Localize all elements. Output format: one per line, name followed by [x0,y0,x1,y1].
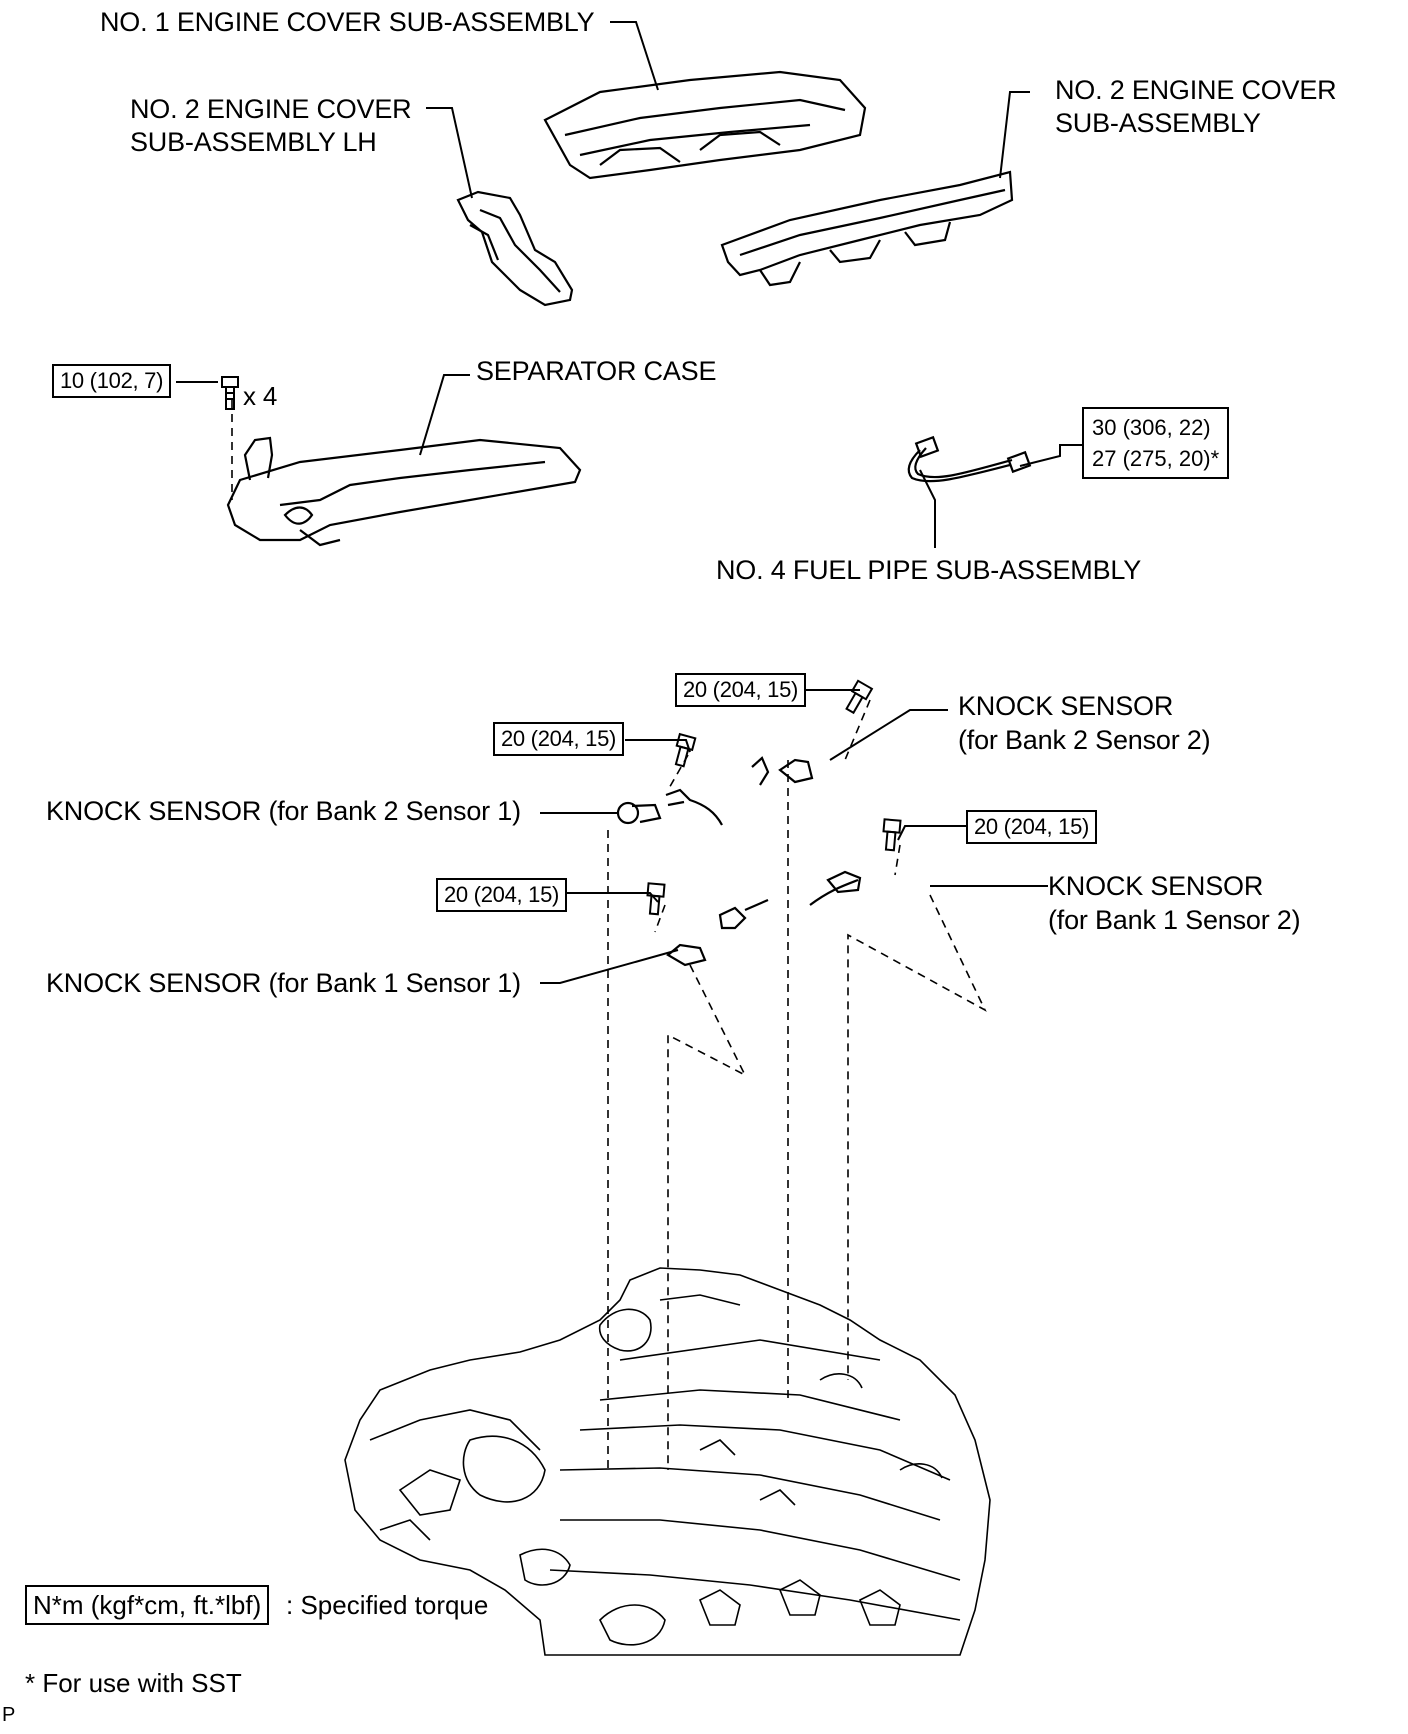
torque-knock-b1s1: 20 (204, 15) [436,878,568,912]
label-knock-b1s2-line2: (for Bank 1 Sensor 2) [1048,905,1301,935]
leader-lines [176,21,1082,984]
torque-fuel-pipe: 30 (306, 22) 27 (275, 20)* [1082,407,1230,479]
no2-engine-cover-lh-drawing [456,190,574,307]
knock-sensor-bolts [646,679,902,916]
label-separator-case: SEPARATOR CASE [476,356,717,386]
label-fuel-pipe: NO. 4 FUEL PIPE SUB-ASSEMBLY [716,555,1142,585]
fuel-pipe-drawing [907,435,1032,483]
torque-knock-b1s2: 20 (204, 15) [966,810,1098,844]
knock-sensors-drawing [616,756,862,967]
label-no2-engine-cover-line2: SUB-ASSEMBLY [1055,108,1261,138]
separator-bolt-drawing [221,376,239,410]
torque-separator-bolt: 10 (102, 7) [52,364,172,398]
label-no1-engine-cover: NO. 1 ENGINE COVER SUB-ASSEMBLY [100,7,595,37]
label-knock-b1s1: KNOCK SENSOR (for Bank 1 Sensor 1) [46,968,521,998]
separator-case-drawing [226,436,582,547]
label-knock-b1s2-line1: KNOCK SENSOR [1048,871,1264,901]
torque-fuel-pipe-line2: 27 (275, 20)* [1092,446,1220,471]
label-knock-b2s1: KNOCK SENSOR (for Bank 2 Sensor 1) [46,796,521,826]
torque-knock-b2s2: 20 (204, 15) [675,673,807,707]
legend-sst-note: * For use with SST [25,1668,242,1698]
label-knock-b2s2-line1: KNOCK SENSOR [958,691,1174,721]
label-no2-engine-cover-line1: NO. 2 ENGINE COVER [1055,75,1337,105]
no2-engine-cover-drawing [720,170,1014,287]
torque-knock-b2s1: 20 (204, 15) [493,722,625,756]
label-knock-b2s2-line2: (for Bank 2 Sensor 2) [958,725,1211,755]
no1-engine-cover-drawing [543,70,867,180]
label-no2-engine-cover-lh-line2: SUB-ASSEMBLY LH [130,127,377,157]
label-bolt-count: x 4 [243,381,278,411]
legend-torque-unit-text: : Specified torque [286,1590,489,1620]
torque-fuel-pipe-line1: 30 (306, 22) [1092,415,1211,440]
label-no2-engine-cover-lh-line1: NO. 2 ENGINE COVER [130,94,412,124]
engine-block-drawing [344,1267,991,1656]
corner-mark: P [2,1704,16,1726]
legend-torque-unit-box: N*m (kgf*cm, ft.*lbf) [25,1585,270,1625]
